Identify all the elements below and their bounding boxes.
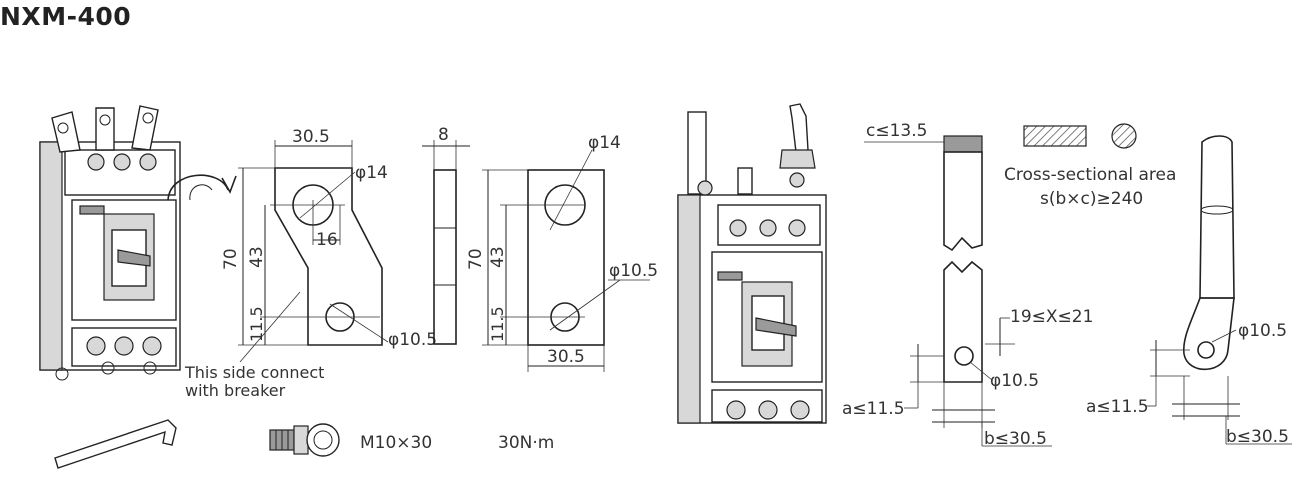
bar-thickness-label: c≤13.5 [866, 121, 927, 141]
plate1-width-label: 30.5 [292, 127, 330, 147]
plate1-height-label: 70 [221, 248, 241, 270]
bar-hole-label: φ10.5 [990, 371, 1039, 391]
cross-section-symbols [1023, 123, 1137, 149]
breaker-left-illustration [39, 105, 237, 381]
product-title: NXM-400 [0, 2, 132, 31]
bar-width-label: b≤30.5 [984, 429, 1047, 449]
plate3-big-hole-label: φ14 [588, 133, 621, 153]
torque-label: 30N·m [498, 433, 554, 453]
cross-section-label: Cross-sectional area [1004, 165, 1176, 185]
busbar-drawing [864, 135, 1052, 447]
note-line-2: with breaker [185, 381, 286, 400]
lug-edge-label: a≤11.5 [1086, 397, 1149, 417]
note-line-1: This side connect [184, 363, 324, 382]
hex-key-illustration [54, 419, 177, 469]
plate3-height-label: 70 [466, 248, 486, 270]
offset-plate-drawing [238, 140, 389, 363]
plate1-edge-label: 11.5 [247, 306, 266, 342]
cross-section-formula: s(b×c)≥240 [1040, 189, 1143, 209]
plate-side-view [422, 140, 470, 345]
plate1-small-hole-label: φ10.5 [388, 330, 437, 350]
plate3-small-hole-label: φ10.5 [609, 261, 658, 281]
lug-width-label: b≤30.5 [1226, 427, 1289, 447]
straight-plate-drawing [482, 149, 650, 372]
bar-edge-label: a≤11.5 [842, 399, 905, 419]
plate3-pitch-label: 43 [488, 246, 508, 268]
lug-hole-label: φ10.5 [1238, 321, 1287, 341]
plate2-thickness-label: 8 [438, 125, 449, 145]
plate1-offset-label: 16 [316, 230, 338, 250]
plate1-big-hole-label: φ14 [355, 163, 388, 183]
cable-lug-drawing [1146, 135, 1292, 445]
bar-hole-position-label: 19≤X≤21 [1010, 307, 1093, 327]
bolt-illustration [269, 423, 340, 457]
bolt-spec-label: M10×30 [360, 433, 432, 453]
plate1-pitch-label: 43 [247, 246, 267, 268]
breaker-right-illustration [677, 103, 827, 424]
plate3-width-label: 30.5 [547, 347, 585, 367]
plate3-edge-label: 11.5 [488, 306, 507, 342]
